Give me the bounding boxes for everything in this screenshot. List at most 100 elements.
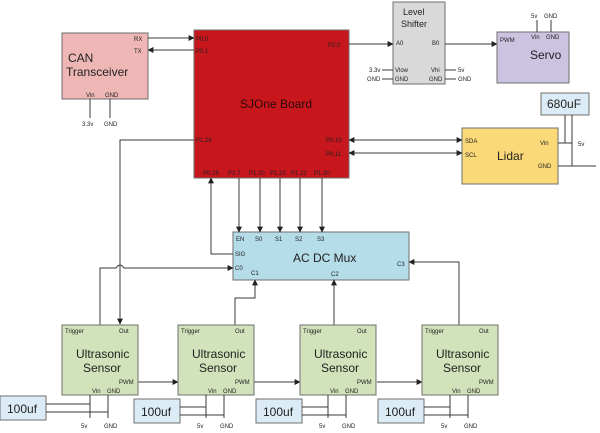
lidar-supply-label: 5v [578, 142, 584, 148]
sjone-pin-p00: P0.0 [196, 37, 209, 43]
sensor-box [299, 324, 377, 396]
sensor-gnd-pin: GND [107, 389, 121, 395]
mux-s1-pin: S1 [275, 237, 283, 243]
sensor-supply-label: 5v [197, 424, 203, 430]
can-title-line1: CAN [68, 51, 93, 65]
servo-gnd-pin: GND [546, 35, 560, 41]
sensor-capacitor [255, 398, 303, 424]
sensor-title-line1: Ultrasonic [436, 347, 489, 361]
shifter-supply-hi: 5v [458, 68, 464, 74]
mux-sig-pin: SIG [235, 252, 246, 258]
sensor-box [61, 324, 139, 396]
sensor-pwm-pin: PWM [479, 380, 494, 386]
ac-dc-mux: AC DC Mux EN S0 S1 S2 S3 SIG C0 C1 C2 C3 [232, 231, 410, 281]
sjone-pin-p010: P0.10 [326, 138, 342, 144]
sjone-pin-p27: P2.7 [228, 171, 241, 177]
mux-box [232, 231, 410, 281]
sjone-pin-p01: P0.1 [196, 49, 209, 55]
sensor-box [421, 324, 499, 396]
sensor-gnd-label: GND [342, 424, 356, 430]
level-shifter-box [392, 1, 446, 85]
lidar-box [461, 127, 559, 185]
lidar-capacitor-label: 680uF [547, 97, 581, 111]
shifter-title-line1: Level [403, 7, 425, 17]
shifter-supply-low: 3.3v [369, 68, 380, 74]
shifter-b0-pin: B0 [432, 41, 440, 47]
sensor-capacitor [0, 395, 47, 421]
shifter-gnd-left-pin: GND [395, 77, 409, 83]
mux-s2-pin: S2 [295, 237, 303, 243]
sensor-out-pin: Out [235, 329, 245, 335]
shifter-vhi-pin: Vhi [431, 68, 440, 74]
servo-title: Servo [530, 48, 562, 62]
shifter-gnd-right-pin: GND [429, 77, 443, 83]
sensor-title-line2: Sensor [443, 361, 481, 375]
sensor-supply-label: 5v [319, 424, 325, 430]
sensor-gnd-label: GND [464, 424, 478, 430]
level-shifter: Level Shifter A0 B0 Vlow Vhi GND GND 3.3… [367, 1, 472, 85]
sensor-pwm-pin: PWM [235, 380, 250, 386]
sensor-gnd-pin: GND [223, 389, 237, 395]
sensor-gnd-pin: GND [345, 389, 359, 395]
lidar: Lidar SDA SCL Vin GND 680uF 5v [461, 92, 596, 185]
sensor-capacitor-label: 100uf [385, 405, 416, 419]
sensor-title-line1: Ultrasonic [314, 347, 367, 361]
sensor-pwm-pin: PWM [119, 380, 134, 386]
sensor-capacitor-label: 100uf [141, 405, 172, 419]
servo-pwm-pin: PWM [500, 38, 515, 44]
mux-c0-pin: C0 [235, 266, 243, 272]
lidar-title: Lidar [497, 149, 524, 163]
can-tx-pin: TX [134, 49, 142, 55]
can-supply-label: 3.3v [82, 122, 93, 128]
shifter-gnd-low: GND [367, 77, 381, 83]
shifter-gnd-hi: GND [458, 77, 472, 83]
sensor-supply-label: 5v [81, 424, 87, 430]
sensor-out-pin: Out [357, 329, 367, 335]
sensor-vin-pin: Vin [92, 389, 101, 395]
servo-vin-pin: Vin [531, 35, 540, 41]
sjone-pin-p011: P0.11 [326, 152, 342, 158]
lidar-sda-pin: SDA [465, 139, 477, 145]
sensor-trigger-pin: Trigger [181, 329, 200, 335]
sensor-title-line1: Ultrasonic [192, 347, 245, 361]
sensor-out-pin: Out [119, 329, 129, 335]
sensor-title-line2: Sensor [83, 361, 121, 375]
sensor-title-line2: Sensor [199, 361, 237, 375]
mux-en-pin: EN [236, 237, 244, 243]
sensor-gnd-pin: GND [467, 389, 481, 395]
sensor-vin-pin: Vin [208, 389, 217, 395]
sensor-title-line1: Ultrasonic [76, 347, 129, 361]
mux-s0-pin: S0 [255, 237, 263, 243]
shifter-vlow-pin: Vlow [395, 68, 409, 74]
mux-c2-pin: C2 [331, 272, 339, 278]
sensor-trigger-pin: Trigger [425, 329, 444, 335]
sensor-supply-label: 5v [441, 424, 447, 430]
servo-supply-label: 5v [531, 14, 537, 20]
servo: Servo PWM Vin GND 5v GND [496, 14, 570, 84]
sjone-title: SJOne Board [240, 97, 312, 111]
sensor-box [177, 324, 255, 396]
can-vin-pin: Vin [86, 93, 95, 99]
mux-title: AC DC Mux [293, 251, 356, 265]
sjone-pin-p129: P1.29 [196, 138, 212, 144]
sjone-pin-p130: P1.30 [314, 171, 330, 177]
can-transceiver: CAN Transceiver RX TX Vin GND 3.3v GND [61, 32, 149, 128]
sjone-pin-p123: P1.23 [270, 171, 286, 177]
sensor-trigger-pin: Trigger [65, 329, 84, 335]
sensor-capacitor [377, 398, 425, 424]
servo-box [496, 31, 570, 84]
sensor-capacitor [133, 398, 181, 424]
sensor-vin-pin: Vin [330, 389, 339, 395]
sjone-board: SJOne Board P0.0 P0.1 P2.0 P1.29 P0.10 P… [193, 29, 350, 179]
can-rx-pin: RX [134, 37, 142, 43]
mux-c1-pin: C1 [251, 271, 259, 277]
sensor-trigger-pin: Trigger [303, 329, 322, 335]
sensor-title-line2: Sensor [321, 361, 359, 375]
lidar-vin-pin: Vin [540, 141, 549, 147]
sjone-pin-p122: P1.22 [291, 171, 307, 177]
mux-s3-pin: S3 [317, 237, 325, 243]
sjone-pin-p026: P0.26 [203, 171, 219, 177]
sjone-pin-p120: P1.20 [249, 171, 265, 177]
